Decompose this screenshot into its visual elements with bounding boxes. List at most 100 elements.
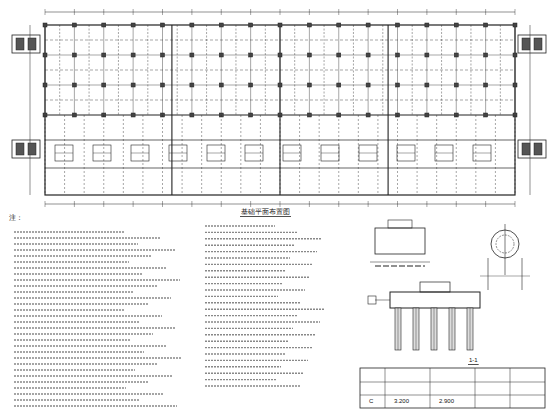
- drawing-rect: [396, 53, 400, 57]
- drawing-line: [360, 382, 545, 383]
- drawing-line: [375, 265, 425, 266]
- drawing-line: [470, 308, 471, 350]
- drawing-line: [388, 25, 389, 195]
- drawing-line: [45, 201, 46, 207]
- drawing-rect: [131, 23, 135, 27]
- drawing-line: [515, 9, 516, 15]
- drawing-rect: [161, 23, 165, 27]
- drawing-rect: [366, 83, 370, 87]
- drawing-title: 基础平面布置图: [240, 208, 291, 215]
- drawing-line: [240, 115, 241, 195]
- drawing-line: [103, 115, 104, 195]
- drawing-line: [74, 201, 75, 207]
- drawing-line: [475, 368, 476, 408]
- drawing-rect: [249, 83, 253, 87]
- drawing-rect: [72, 83, 76, 87]
- drawing-rect: [131, 83, 135, 87]
- drawing-line: [319, 115, 320, 195]
- drawing-line: [93, 153, 111, 154]
- drawing-line: [45, 9, 46, 15]
- drawing-rect: [283, 145, 301, 161]
- drawing-rect: [449, 308, 455, 350]
- drawing-line: [488, 258, 489, 290]
- drawing-line: [530, 25, 531, 195]
- drawing-line: [14, 285, 157, 286]
- drawing-rect: [425, 83, 429, 87]
- drawing-line: [14, 327, 176, 328]
- drawing-line: [14, 381, 149, 382]
- drawing-line: [205, 385, 300, 386]
- drawing-rect: [278, 83, 282, 87]
- drawing-line: [55, 153, 73, 154]
- drawing-rect: [43, 53, 47, 57]
- drawing-line: [309, 201, 310, 207]
- drawing-line: [324, 25, 325, 115]
- drawing-line: [436, 115, 437, 195]
- drawing-line: [205, 277, 309, 278]
- drawing-line: [280, 9, 281, 15]
- drawing-rect: [72, 113, 76, 117]
- drawing-rect: [307, 83, 311, 87]
- drawing-rect: [534, 38, 542, 50]
- drawing-line: [385, 368, 386, 408]
- drawing-line: [103, 25, 104, 115]
- drawing-line: [14, 255, 152, 256]
- drawing-line: [338, 9, 339, 15]
- drawing-rect: [12, 140, 40, 158]
- drawing-line: [14, 237, 161, 238]
- drawing-line: [205, 257, 290, 258]
- drawing-line: [456, 9, 457, 15]
- drawing-rect: [169, 145, 187, 161]
- drawing-line: [375, 300, 390, 301]
- drawing-line: [14, 297, 171, 298]
- drawing-line: [205, 347, 312, 348]
- drawing-line: [84, 115, 85, 195]
- drawing-line: [14, 333, 153, 334]
- drawing-rect: [207, 145, 225, 161]
- drawing-rect: [397, 145, 415, 161]
- drawing-line: [468, 364, 479, 365]
- drawing-line: [191, 9, 192, 15]
- drawing-line: [240, 216, 291, 217]
- drawing-rect: [337, 53, 341, 57]
- drawing-rect: [390, 292, 480, 308]
- drawing-rect: [219, 53, 223, 57]
- drawing-line: [250, 9, 251, 15]
- notes-text-block: [14, 226, 324, 406]
- drawing-rect: [473, 145, 491, 161]
- drawing-rect: [245, 145, 263, 161]
- drawing-line: [495, 115, 496, 195]
- drawing-line: [14, 249, 175, 250]
- drawing-rect: [484, 83, 488, 87]
- drawing-line: [14, 309, 125, 310]
- drawing-line: [133, 201, 134, 207]
- drawing-line: [14, 405, 177, 406]
- drawing-line: [207, 153, 225, 154]
- drawing-line: [205, 334, 316, 335]
- drawing-rect: [513, 83, 517, 87]
- drawing-line: [14, 393, 163, 394]
- drawing-rect: [522, 38, 530, 50]
- drawing-rect: [102, 23, 106, 27]
- drawing-line: [14, 321, 139, 322]
- drawing-line: [45, 168, 515, 169]
- drawing-rect: [484, 53, 488, 57]
- drawing-rect: [454, 83, 458, 87]
- drawing-line: [14, 261, 129, 262]
- drawing-line: [510, 368, 511, 408]
- drawing-line: [505, 224, 506, 275]
- drawing-rect: [425, 113, 429, 117]
- drawing-line: [162, 115, 163, 195]
- drawing-line: [279, 25, 280, 195]
- drawing-line: [14, 357, 181, 358]
- drawing-line: [14, 351, 144, 352]
- drawing-line: [162, 201, 163, 207]
- drawing-rect: [337, 83, 341, 87]
- table-cell: C: [368, 398, 374, 404]
- drawing-rect: [413, 308, 419, 350]
- drawing-line: [515, 201, 516, 207]
- drawing-line: [426, 201, 427, 207]
- drawing-rect: [102, 83, 106, 87]
- drawing-rect: [375, 228, 425, 254]
